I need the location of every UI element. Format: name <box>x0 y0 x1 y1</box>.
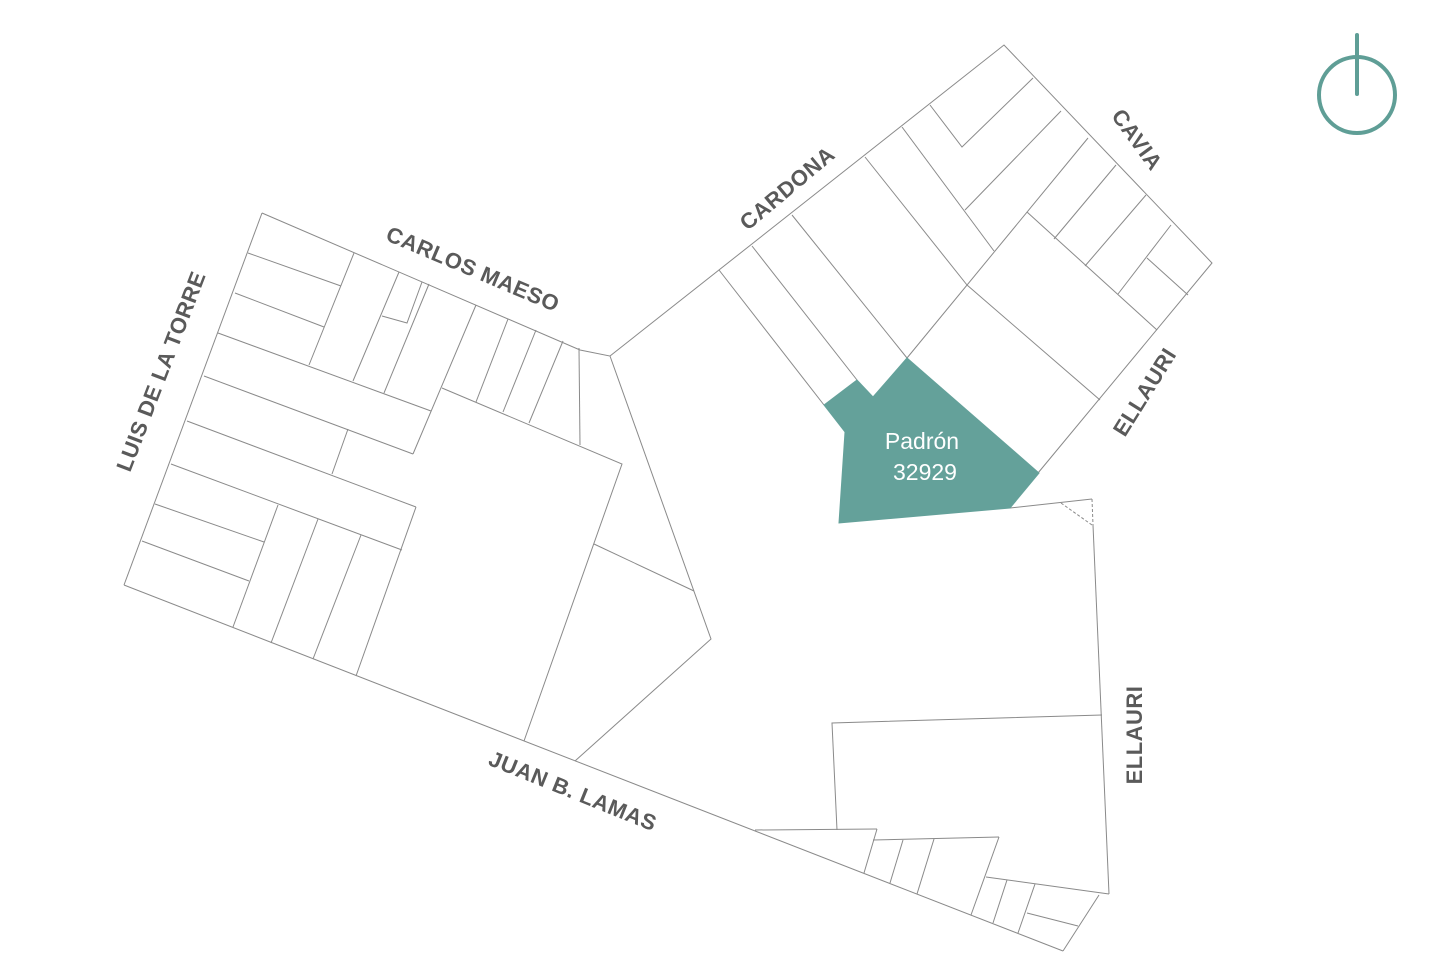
street-label-cavia: CAVIA <box>1107 104 1168 175</box>
street-label-cardona: CARDONA <box>735 141 840 235</box>
parcel-32929-shape[interactable] <box>823 357 1040 524</box>
parcel-number: 32929 <box>893 459 957 485</box>
power-circle-icon[interactable] <box>1317 33 1397 135</box>
street-label-carlos-maeso: CARLOS MAESO <box>383 221 564 317</box>
highlighted-parcel[interactable]: Padrón 32929 <box>823 357 1040 524</box>
street-label-ellauri-north: ELLAURI <box>1108 343 1182 440</box>
parcel-label: Padrón <box>885 428 959 454</box>
street-label-luis-de-la-torre: LUIS DE LA TORRE <box>111 268 210 475</box>
parcel-lines-west-block <box>123 212 1064 952</box>
parcel-lines-north-block <box>609 44 1213 526</box>
street-label-ellauri-south: ELLAURI <box>1122 686 1147 785</box>
parcel-lines-south-block <box>754 524 1110 952</box>
